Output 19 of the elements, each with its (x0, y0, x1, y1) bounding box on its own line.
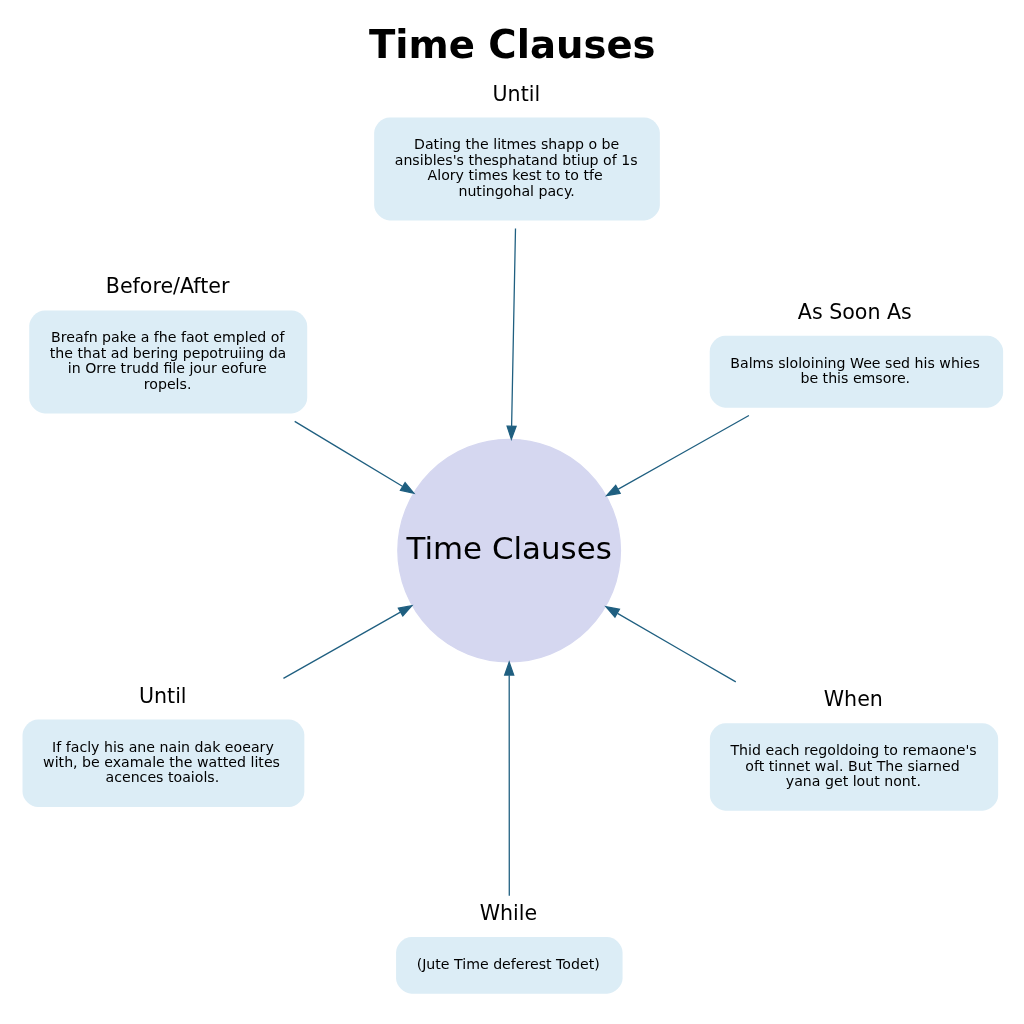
arrow (282, 604, 413, 679)
arrow (505, 227, 517, 441)
arrow (293, 420, 415, 494)
node-label: Until (492, 81, 540, 106)
node-label: Before/After (105, 273, 229, 298)
arrow (603, 605, 736, 682)
node-label: As Soon As (797, 299, 912, 324)
node-box: If facly his ane nain dak eoeary with, be examale the watted lites acences toaiols. (22, 719, 304, 807)
arrow (503, 659, 515, 896)
diagram-title: Time Clauses (368, 21, 656, 67)
node-label: Until (138, 683, 187, 708)
node-box: (Jute Time deferest Todet) (395, 936, 623, 994)
node-label: When (823, 686, 883, 711)
node-box: Thid each regoldoing to remaone's oft tinnet wal. But The siarned yana get lout nont. (709, 722, 998, 811)
node-box: Balms sloloining Wee sed his whies be this emsore. (709, 335, 1003, 408)
node-box: Dating the litmes shapp o be ansibles's thesphatand btiup of 1s Alory times kest to to tfe nutingohal pacy. (373, 117, 660, 220)
node-label: While (479, 900, 537, 925)
node-box: Breafn pake a fhe faot empled of the that ad bering pepotruiing da in Orre trudd file jour eofure ropels. (28, 309, 307, 413)
arrow (604, 414, 750, 497)
